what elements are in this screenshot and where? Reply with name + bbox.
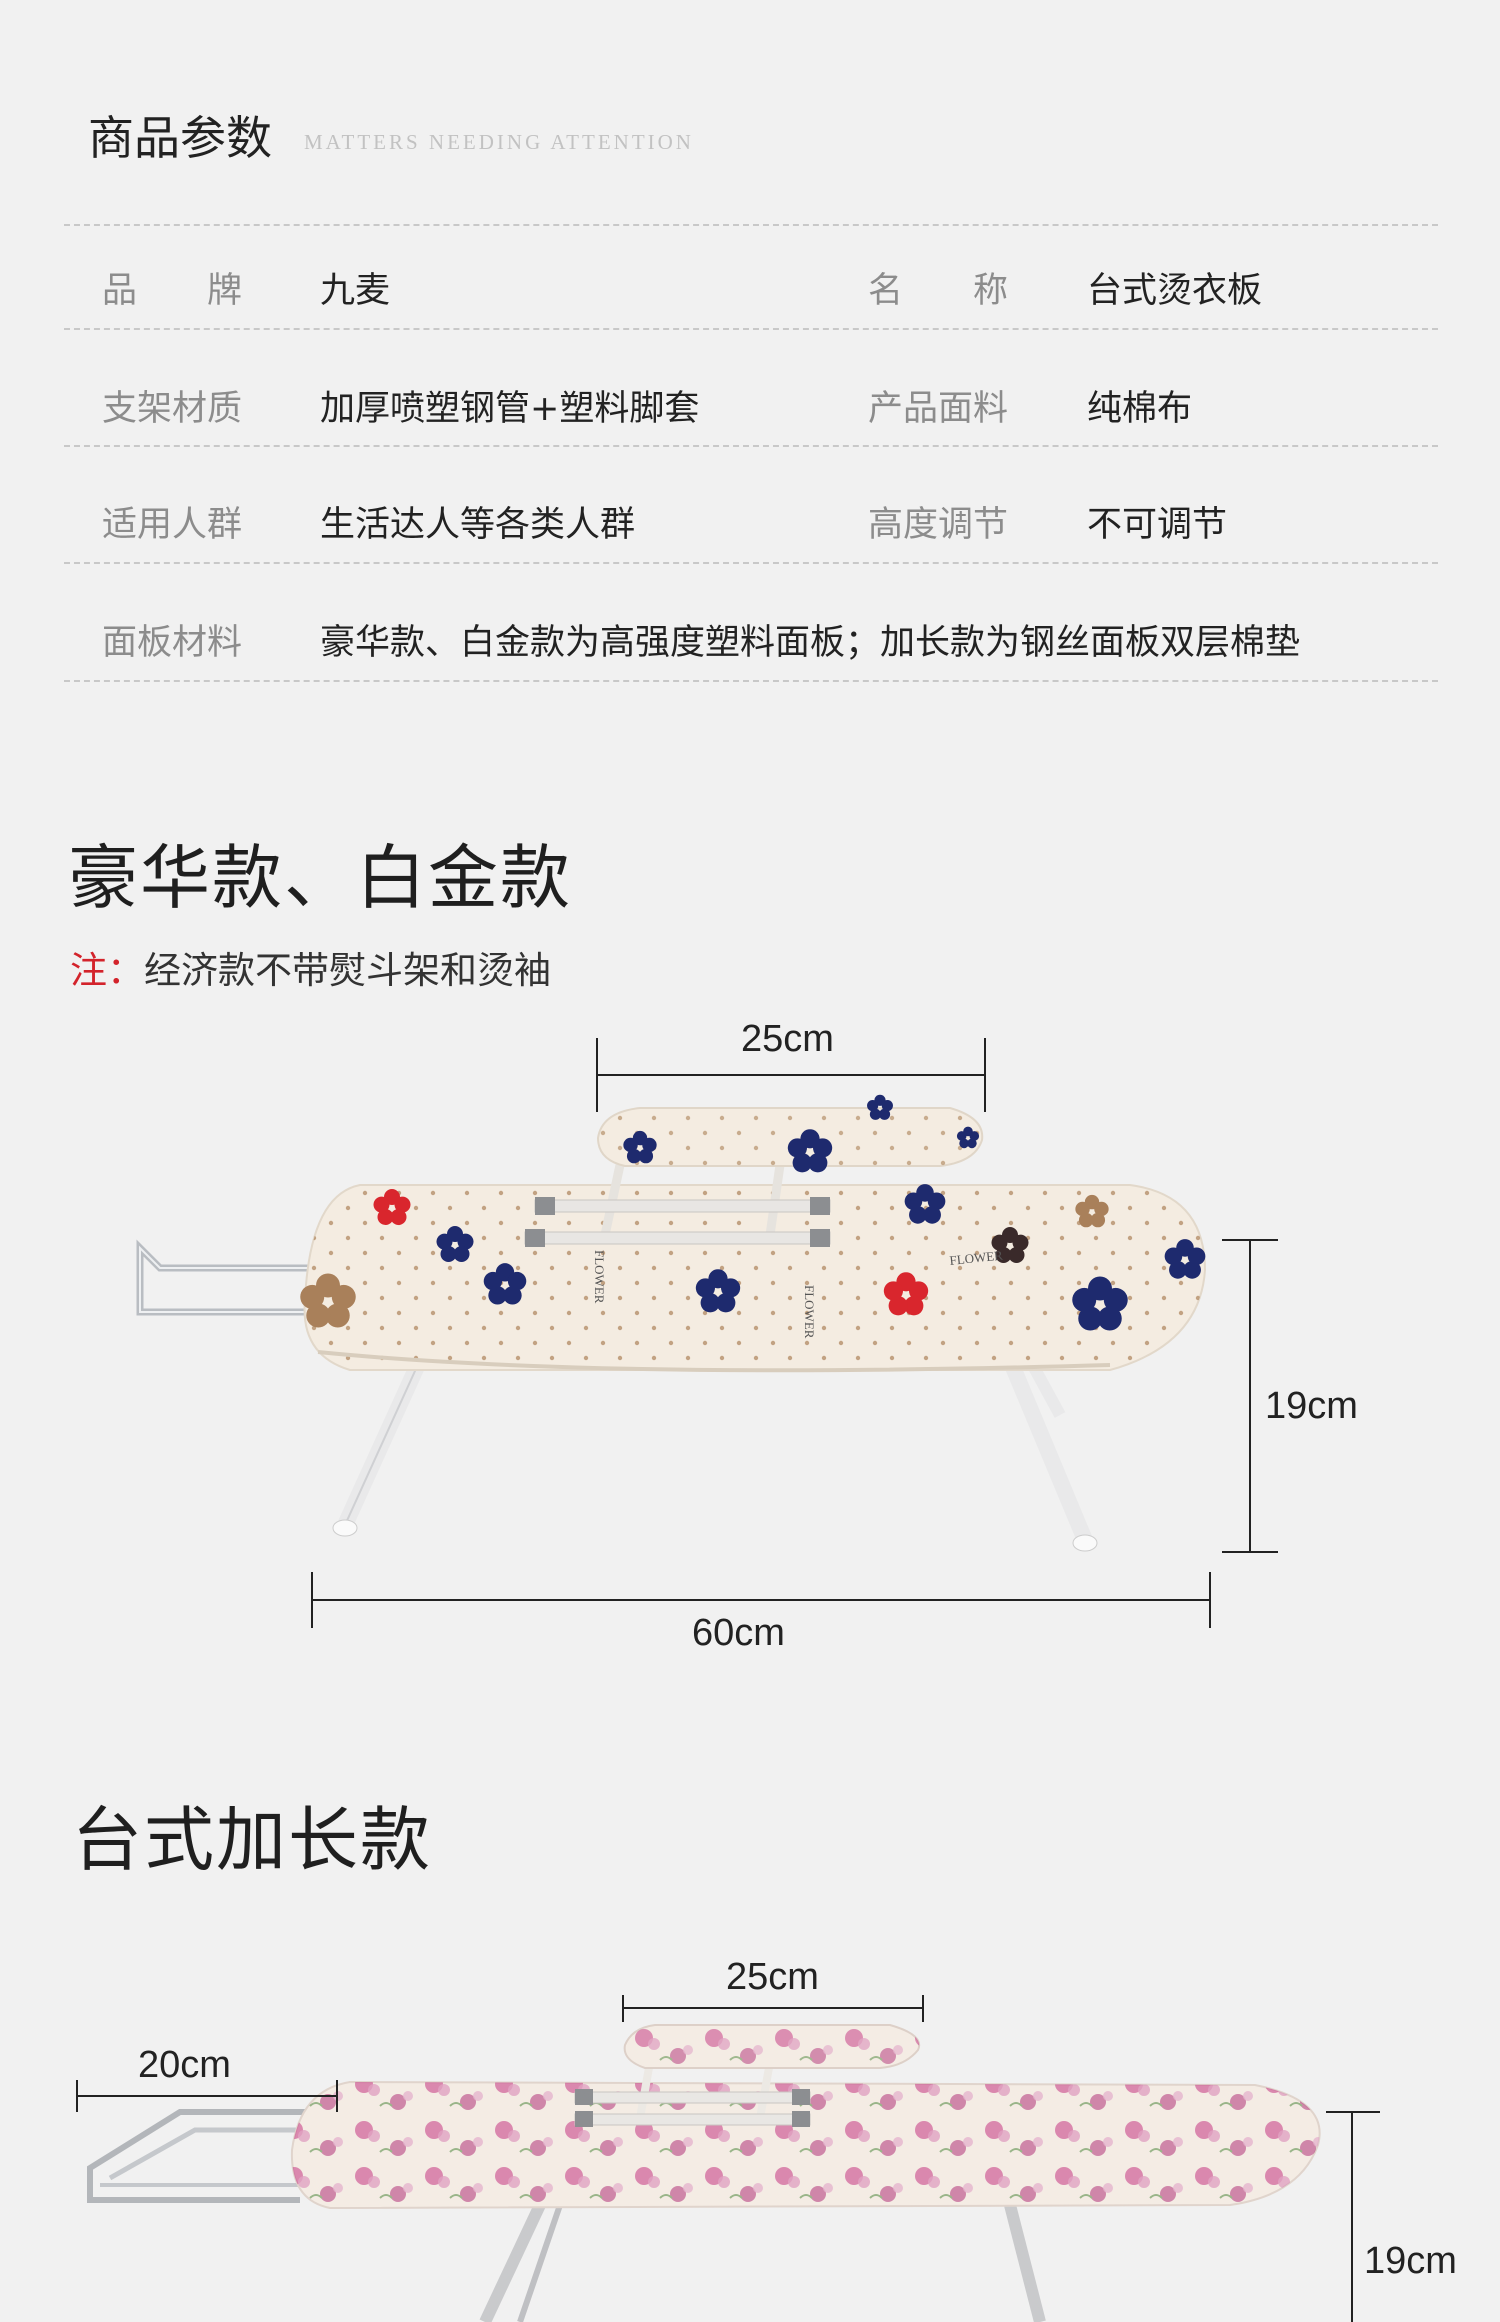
model-title: 台式加长款 xyxy=(72,1799,432,1881)
param-label: 适用人群 xyxy=(102,505,243,545)
divider xyxy=(64,562,1438,564)
dim-sleeve-width: 25cm xyxy=(726,1956,819,1998)
long-board-legs xyxy=(479,2202,1046,2322)
board-legs xyxy=(332,1352,1098,1552)
param-label: 产品面料 xyxy=(868,389,1009,429)
param-value: 不可调节 xyxy=(1087,505,1228,545)
param-label: 面板材料 xyxy=(102,623,243,663)
long-sleeve-stand xyxy=(574,2061,811,2127)
long-dimension-lines xyxy=(76,1995,1380,2322)
note-prefix: 注： xyxy=(70,949,144,992)
iron-rest-wire xyxy=(136,1239,315,1316)
param-value: 加厚喷塑钢管+塑料脚套 xyxy=(320,389,700,429)
long-iron-rest xyxy=(87,2109,330,2203)
pattern-text: FLOWER xyxy=(949,1247,1004,1268)
divider xyxy=(64,680,1438,682)
param-value: 豪华款、白金款为高强度塑料面板；加长款为钢丝面板双层棉垫 xyxy=(320,623,1301,663)
sleeve-board-stand xyxy=(524,1164,831,1247)
long-sleeve-board xyxy=(623,2024,921,2069)
param-label: 高度调节 xyxy=(868,505,1009,545)
divider xyxy=(64,224,1438,226)
param-label: 品 牌 xyxy=(102,271,243,311)
note: 注：经济款不带熨斗架和烫袖 xyxy=(70,940,551,994)
dim-iron-rest: 20cm xyxy=(138,2044,231,2086)
pattern-text: FLOWER xyxy=(592,1250,607,1304)
param-label: 名 称 xyxy=(868,271,1009,311)
param-value: 台式烫衣板 xyxy=(1087,271,1263,311)
dim-height: 19cm xyxy=(1364,2240,1457,2282)
model-title: 豪华款、白金款 xyxy=(68,837,572,919)
param-label: 支架材质 xyxy=(102,389,243,429)
divider xyxy=(64,328,1438,330)
long-ironing-board xyxy=(290,2080,1321,2210)
divider xyxy=(64,445,1438,447)
section-subtitle: MATTERS NEEDING ATTENTION xyxy=(304,130,694,154)
dim-height: 19cm xyxy=(1265,1385,1358,1427)
param-value: 九麦 xyxy=(320,271,391,311)
param-value: 生活达人等各类人群 xyxy=(320,505,636,545)
dim-board-width: 60cm xyxy=(692,1612,785,1654)
sleeve-board xyxy=(596,1094,984,1173)
dimension-lines xyxy=(311,1038,1278,1628)
pattern-text: FLOWER xyxy=(802,1285,817,1339)
note-text: 经济款不带熨斗架和烫袖 xyxy=(144,949,551,992)
param-value: 纯棉布 xyxy=(1087,389,1193,429)
section-title: 商品参数 xyxy=(88,111,272,165)
dim-sleeve-width: 25cm xyxy=(741,1018,834,1060)
